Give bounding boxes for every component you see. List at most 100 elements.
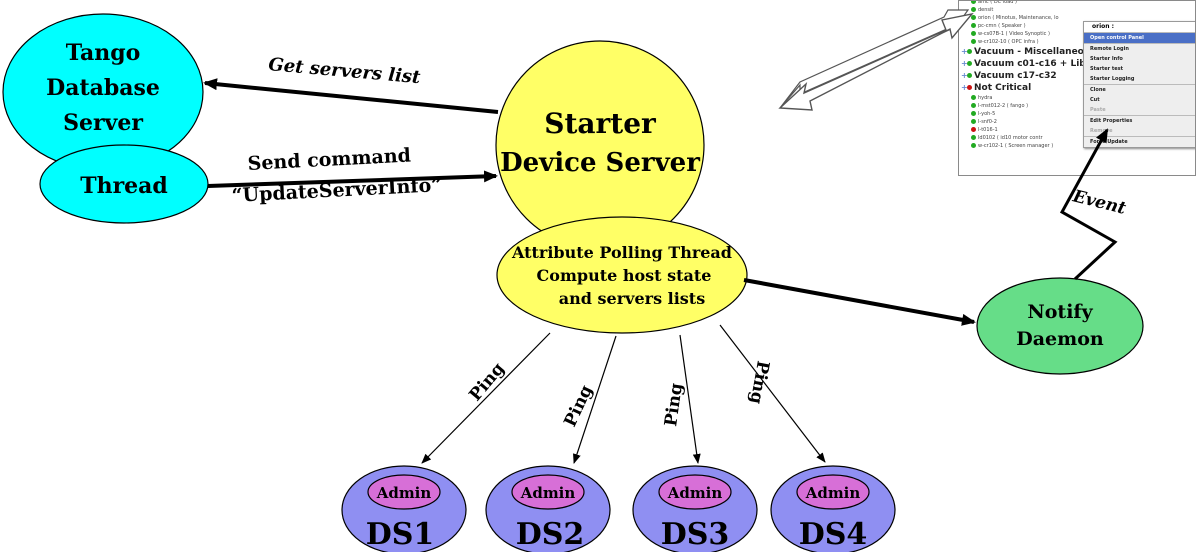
tree-row-label: Vacuum c01-c16 + Lib bbox=[974, 59, 1086, 69]
starter-line2: Device Server bbox=[500, 148, 700, 178]
tree-row-label: Vacuum - Miscellaneous bbox=[974, 47, 1096, 57]
ds3-admin-node bbox=[658, 474, 732, 510]
status-led-icon bbox=[971, 1, 976, 4]
menu-item[interactable]: Open control Panel bbox=[1084, 33, 1195, 43]
status-led-icon bbox=[971, 135, 976, 140]
tree-row[interactable]: + Vacuum c17-c32 bbox=[961, 70, 1151, 82]
notify-daemon-node bbox=[976, 277, 1144, 375]
status-led-icon bbox=[971, 127, 976, 132]
tree-row[interactable]: + Vacuum c01-c16 + Lib bbox=[961, 58, 1151, 70]
tree-row[interactable]: w-cr102-1 ( Screen manager ) bbox=[961, 142, 1151, 150]
ds2-admin-node bbox=[511, 474, 585, 510]
ds3-admin-label: Admin bbox=[667, 484, 723, 502]
tree-row-label: Vacuum c17-c32 bbox=[974, 71, 1057, 81]
ping-label-ds3: Ping bbox=[661, 382, 687, 428]
ping-arrow-ds4 bbox=[719, 324, 826, 463]
thread-label: Thread bbox=[80, 173, 168, 199]
status-led-icon bbox=[971, 111, 976, 116]
event-label: Event bbox=[1070, 186, 1128, 219]
expand-icon[interactable]: + bbox=[961, 59, 968, 68]
send-command-line1: Send command bbox=[247, 144, 411, 175]
status-led-icon bbox=[971, 143, 976, 148]
tree-row-label: w-cs07B-1 ( Video Synoptic ) bbox=[978, 31, 1050, 37]
tree-row[interactable]: hydra bbox=[961, 94, 1151, 102]
tree-row-label: l-snf0-2 bbox=[978, 119, 997, 125]
tree-row[interactable]: amc ( DC load ) bbox=[961, 0, 1151, 6]
status-led-icon bbox=[971, 119, 976, 124]
polling-line2: Compute host state bbox=[537, 266, 712, 285]
tree-row[interactable]: ld0102 ( id10 motor contr bbox=[961, 134, 1151, 142]
tree-row-label: w-cr102-1 ( Screen manager ) bbox=[978, 143, 1054, 149]
tree-row[interactable]: l-t016-1 bbox=[961, 126, 1151, 134]
menu-item[interactable]: Edit Properties bbox=[1084, 115, 1195, 126]
menu-item[interactable]: Clone bbox=[1084, 84, 1195, 95]
polling-line3: and servers lists bbox=[559, 289, 705, 308]
event-arrow bbox=[1059, 128, 1118, 281]
tree-row[interactable]: l-mst012-2 ( fango ) bbox=[961, 102, 1151, 110]
tree-row[interactable]: + Vacuum - Miscellaneous bbox=[961, 46, 1151, 58]
ds4-admin-label: Admin bbox=[805, 484, 861, 502]
tree-row[interactable]: l-yoh-5 bbox=[961, 110, 1151, 118]
tree-row-label: l-mst012-2 ( fango ) bbox=[978, 103, 1029, 109]
tree-row-label: ld0102 ( id10 motor contr bbox=[978, 135, 1043, 141]
ds3-node: Admin DS3 bbox=[632, 465, 758, 552]
starter-line1: Starter bbox=[544, 107, 657, 140]
tree-row[interactable]: + Not Critical bbox=[961, 82, 1151, 94]
status-led-icon bbox=[967, 73, 972, 78]
screenshot-link-arrow-body bbox=[778, 12, 974, 111]
get-servers-arrow bbox=[203, 78, 499, 114]
tree-row[interactable]: orion ( Minotus, Maintenance, lo bbox=[961, 14, 1151, 22]
tango-db-line2: Database bbox=[46, 75, 160, 101]
notify-line1: Notify bbox=[1027, 301, 1093, 323]
tree-row-label: amc ( DC load ) bbox=[978, 0, 1017, 5]
tree-row[interactable]: w-cr102-10 ( OPC infra ) bbox=[961, 38, 1151, 46]
expand-icon[interactable]: + bbox=[961, 47, 968, 56]
menu-item[interactable]: Paste bbox=[1090, 107, 1106, 113]
expand-icon[interactable]: + bbox=[961, 83, 968, 92]
ping-arrow-ds1 bbox=[421, 332, 551, 464]
ds4-node: Admin DS4 bbox=[770, 465, 896, 552]
ping-label-ds4: Ping bbox=[746, 359, 773, 405]
menu-item[interactable]: Starter Logging bbox=[1090, 76, 1135, 82]
expand-icon[interactable]: + bbox=[961, 71, 968, 80]
tree-row-label: Not Critical bbox=[974, 83, 1032, 93]
tree-row[interactable]: densit bbox=[961, 6, 1151, 14]
polling-line1: Attribute Polling Thread bbox=[511, 243, 732, 262]
tree-row[interactable]: l-snf0-2 bbox=[961, 118, 1151, 126]
ds1-admin-label: Admin bbox=[376, 484, 432, 502]
tree-row-label: w-cr102-10 ( OPC infra ) bbox=[978, 39, 1039, 45]
tree-row-label: l-t016-1 bbox=[978, 127, 998, 133]
menu-item[interactable]: Starter test bbox=[1090, 66, 1123, 72]
status-led-icon bbox=[971, 39, 976, 44]
menu-title: orion : bbox=[1084, 22, 1195, 33]
get-servers-label: Get servers list bbox=[268, 54, 422, 88]
ds2-node: Admin DS2 bbox=[485, 465, 611, 552]
status-led-icon bbox=[971, 95, 976, 100]
menu-item[interactable]: Cut bbox=[1090, 97, 1100, 103]
ds1-admin-node bbox=[367, 474, 441, 510]
tree-row[interactable]: w-cs07B-1 ( Video Synoptic ) bbox=[961, 30, 1151, 38]
menu-item[interactable]: Starter Info bbox=[1090, 56, 1123, 62]
tree-row-label: densit bbox=[978, 7, 994, 13]
status-led-icon bbox=[971, 103, 976, 108]
tree-row-label: l-yoh-5 bbox=[978, 111, 996, 117]
tree-row-label: pc-cmn ( Speaker ) bbox=[978, 23, 1026, 29]
ds3-label: DS3 bbox=[661, 517, 730, 552]
menu-item[interactable]: Force Update bbox=[1084, 136, 1195, 147]
ds1-node: Admin DS1 bbox=[341, 465, 467, 552]
ds4-admin-node bbox=[796, 474, 870, 510]
notify-arrow bbox=[743, 278, 976, 326]
status-led-icon bbox=[971, 23, 976, 28]
status-led-icon bbox=[971, 15, 976, 20]
ds2-admin-label: Admin bbox=[520, 484, 576, 502]
ping-arrow-ds3 bbox=[679, 334, 701, 464]
menu-item[interactable]: Remote Login bbox=[1084, 43, 1195, 54]
status-led-icon bbox=[971, 31, 976, 36]
attribute-polling-thread-node bbox=[496, 216, 748, 334]
tree-row[interactable]: pc-cmn ( Speaker ) bbox=[961, 22, 1151, 30]
